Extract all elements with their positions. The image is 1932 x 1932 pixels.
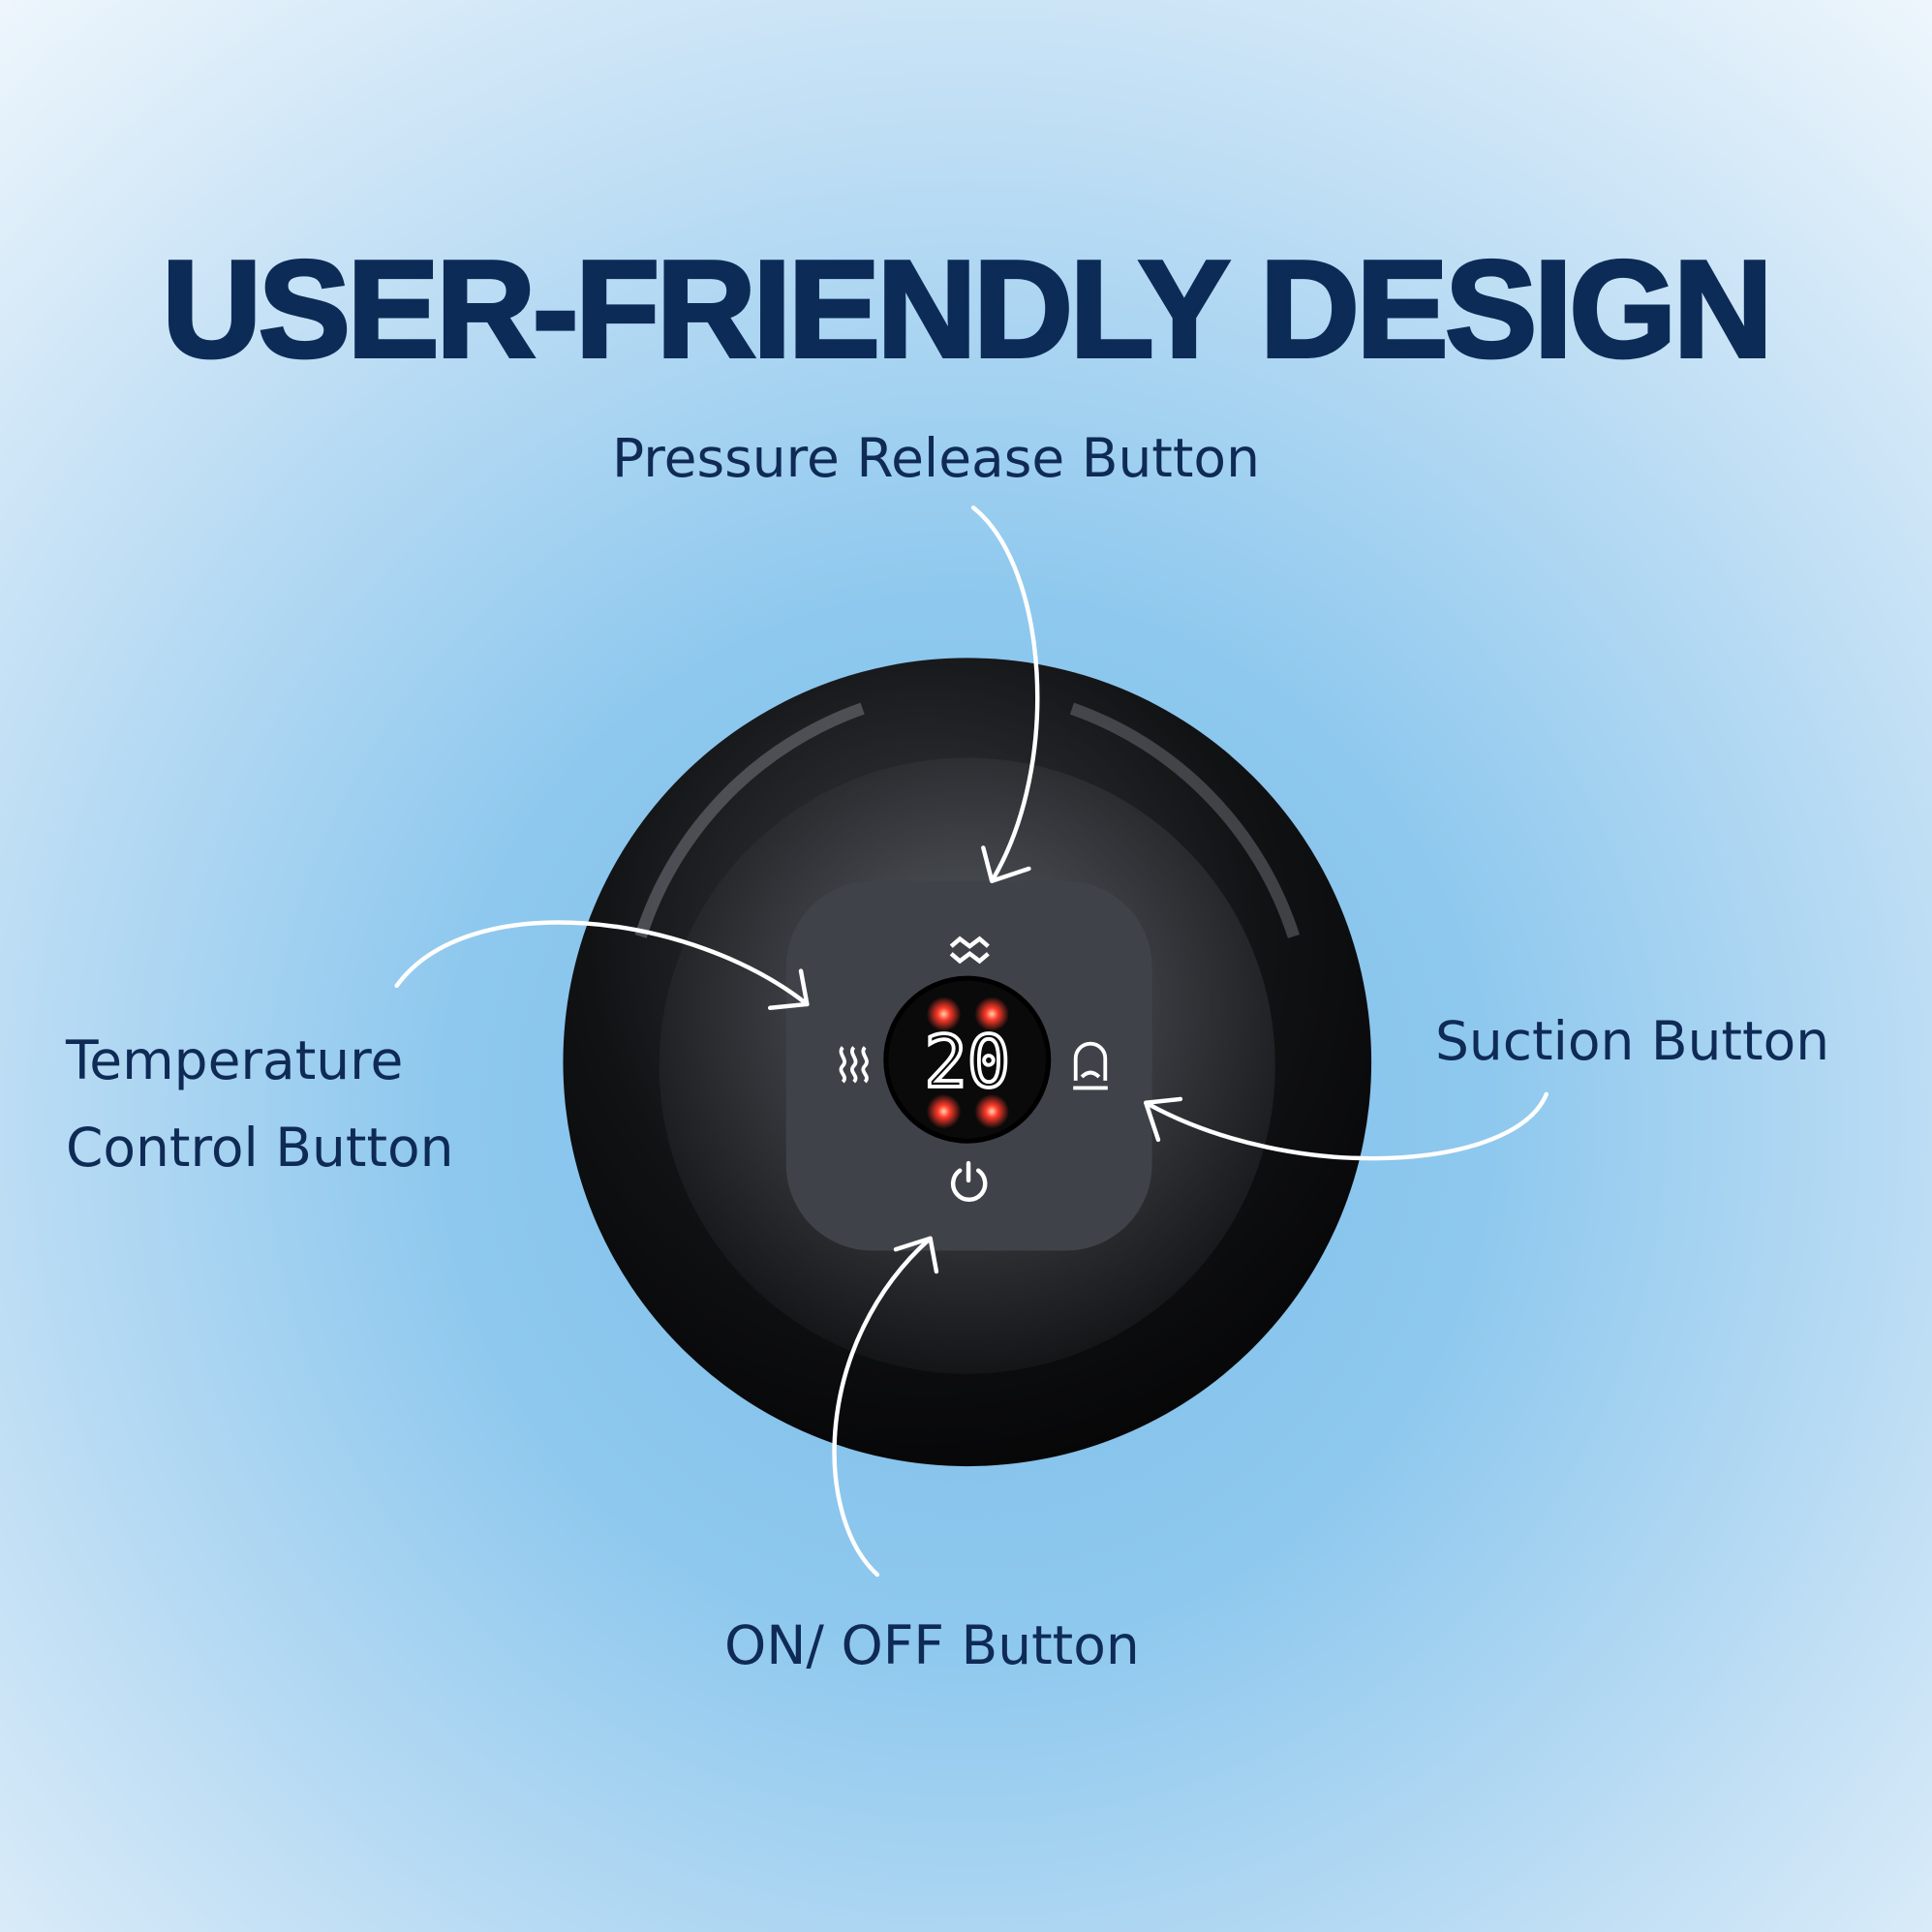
power-icon[interactable]: [950, 1160, 988, 1202]
label-suction: Suction Button: [1435, 1010, 1830, 1072]
label-power: ON/ OFF Button: [724, 1614, 1140, 1676]
label-pressure-release: Pressure Release Button: [612, 427, 1260, 489]
label-temperature-line1: Temperature: [66, 1029, 404, 1091]
heat-icon[interactable]: [839, 1046, 869, 1084]
label-temperature-line2: Control Button: [66, 1117, 454, 1179]
led-indicators: [926, 997, 1010, 1129]
device-body: 20: [563, 658, 1372, 1467]
callout-arrows: [394, 505, 1549, 1578]
page-title: USER-FRIENDLY DESIGN: [160, 230, 1774, 388]
pressure-release-icon[interactable]: [949, 935, 990, 965]
arrow-power: [832, 1236, 939, 1578]
arrow-suction: [1144, 1091, 1549, 1161]
arrow-pressure-release: [970, 505, 1040, 883]
display-value: 20: [924, 1022, 1010, 1104]
suction-cup-icon[interactable]: [1073, 1041, 1108, 1090]
arrow-temperature: [394, 920, 810, 1010]
